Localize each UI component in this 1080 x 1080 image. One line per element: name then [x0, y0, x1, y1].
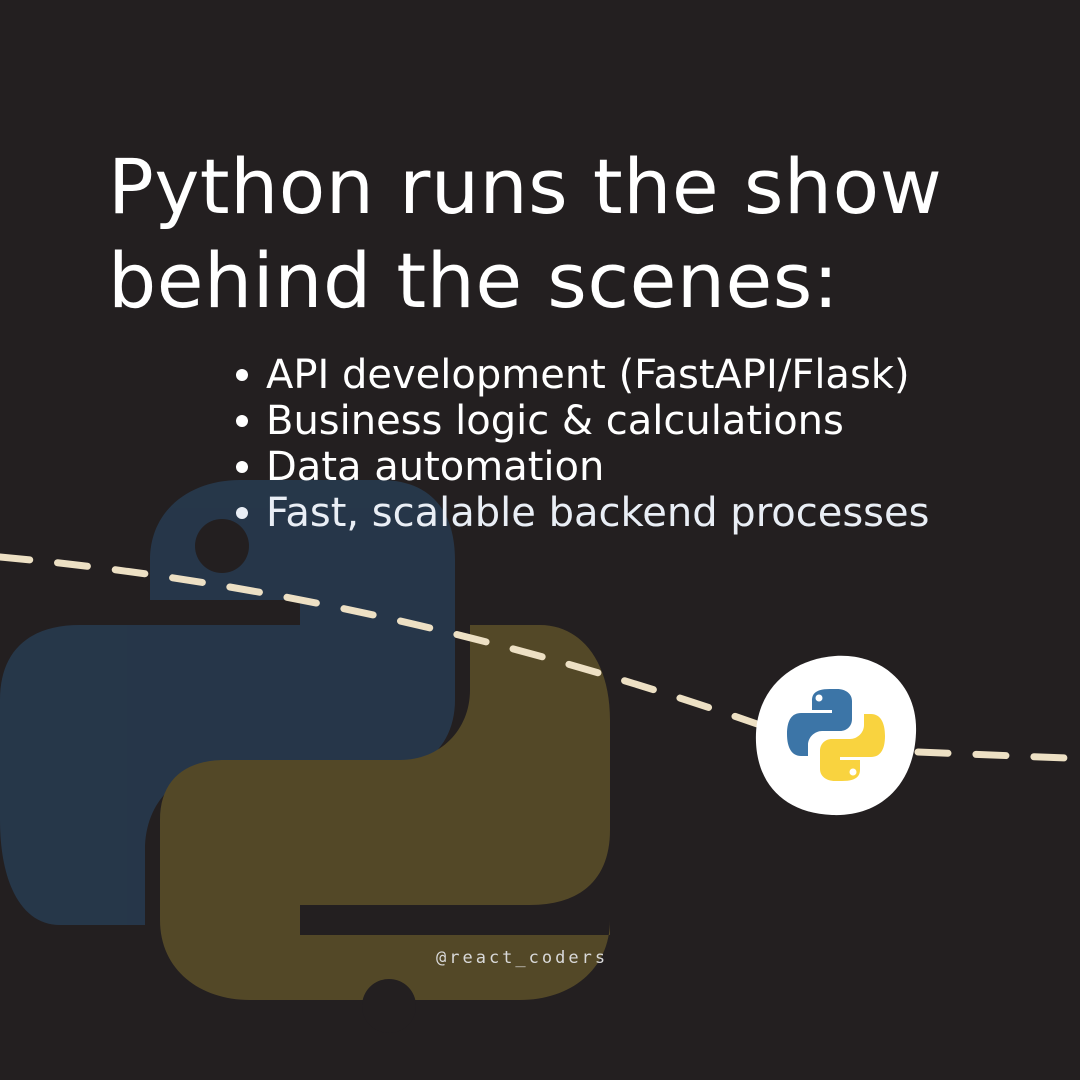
list-item-text: API development (FastAPI/Flask) — [266, 352, 910, 398]
bullet-dot-icon — [236, 461, 248, 473]
page-title: Python runs the show behind the scenes: — [108, 140, 1008, 328]
title-line-2: behind the scenes: — [108, 236, 839, 325]
python-logo-icon — [787, 689, 885, 781]
bullet-dot-icon — [236, 369, 248, 381]
list-item: Fast, scalable backend processes — [232, 490, 1032, 536]
python-logo-eye-top — [195, 519, 249, 573]
bullet-dot-icon — [236, 415, 248, 427]
python-logo-eye-bottom — [362, 979, 416, 1033]
feature-list: API development (FastAPI/Flask) Business… — [232, 352, 1032, 536]
list-item: API development (FastAPI/Flask) — [232, 352, 1032, 398]
title-line-1: Python runs the show — [108, 142, 943, 231]
list-item: Business logic & calculations — [232, 398, 1032, 444]
python-logo-badge — [755, 655, 917, 816]
badge-blob — [755, 655, 917, 816]
list-item-text: Data automation — [266, 444, 605, 490]
bullet-dot-icon — [236, 507, 248, 519]
list-item-text: Business logic & calculations — [266, 398, 844, 444]
python-logo-blue-half — [0, 480, 455, 925]
python-logo-yellow-half — [160, 625, 610, 1000]
list-item: Data automation — [232, 444, 1032, 490]
list-item-text: Fast, scalable backend processes — [266, 490, 930, 536]
social-handle: @react_coders — [436, 948, 609, 968]
